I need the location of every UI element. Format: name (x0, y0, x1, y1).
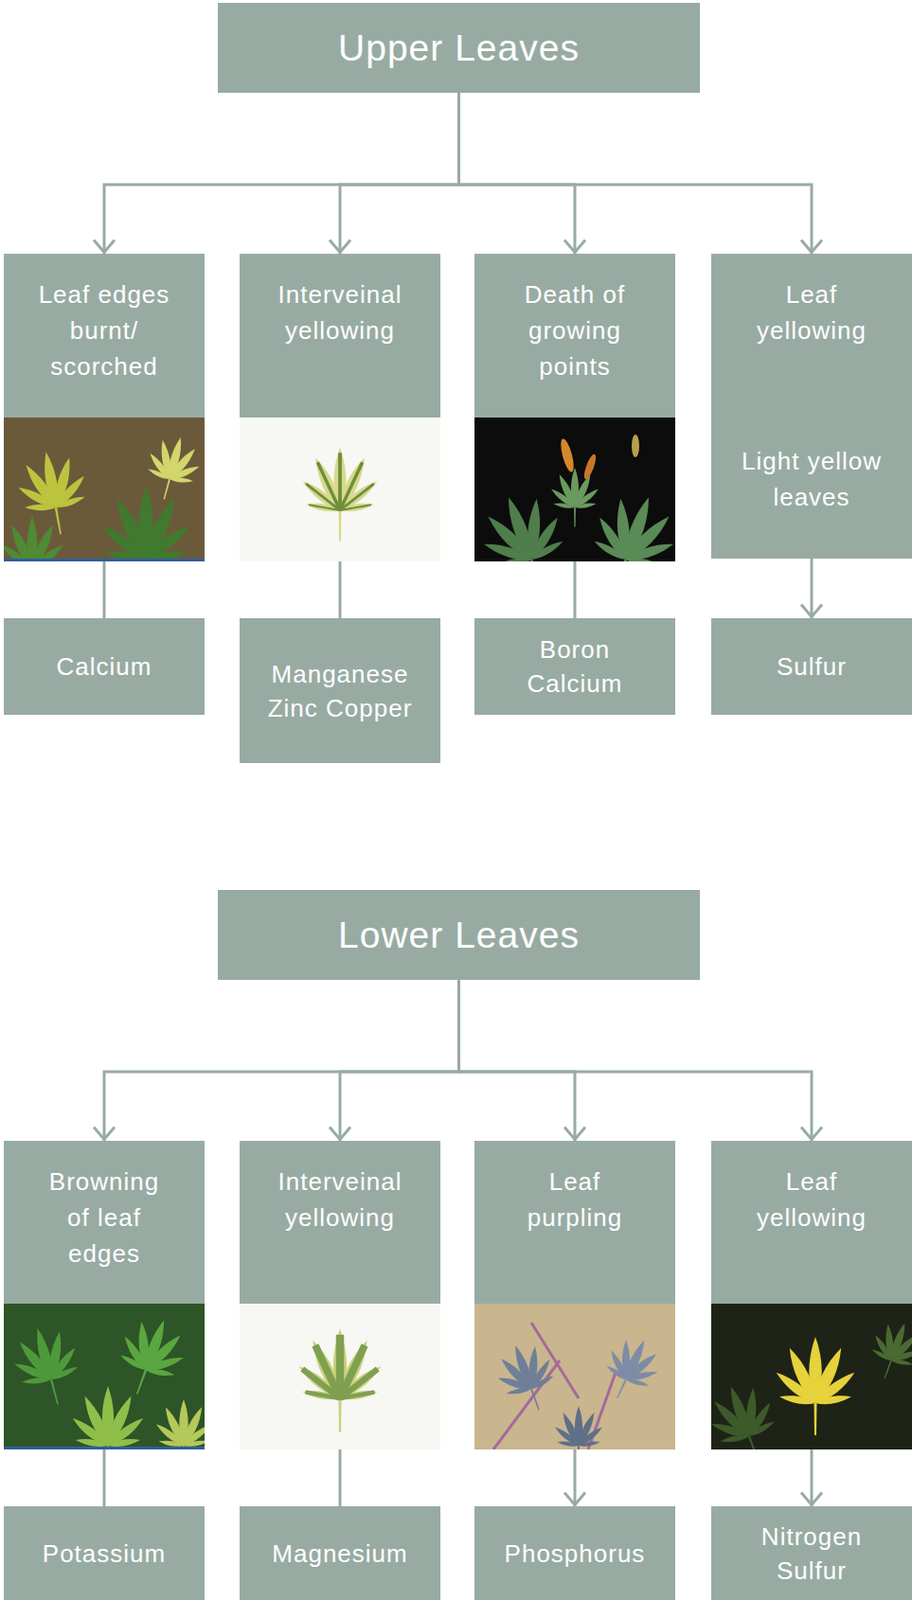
connector (104, 561, 106, 619)
nutrient-text: Manganese Zinc Copper (259, 657, 421, 726)
nutrient-box: Boron Calcium (474, 618, 676, 716)
connector-line (459, 980, 813, 1142)
arrow-head (801, 240, 823, 253)
heading-text: Lower Leaves (232, 913, 687, 958)
connector (93, 92, 460, 254)
connector-line (104, 92, 460, 254)
connector-line (339, 561, 342, 619)
arrow-head (801, 1127, 823, 1141)
symptom-box: Death of growing points (474, 253, 676, 562)
nutrient-box: Potassium (3, 1506, 205, 1600)
connector-line (339, 92, 460, 254)
connector-line (339, 980, 460, 1142)
connector (339, 561, 341, 619)
connector (339, 1449, 341, 1507)
nutrient-box: Manganese Zinc Copper (239, 618, 441, 764)
connector (801, 1449, 823, 1507)
connector-line (810, 1449, 814, 1507)
connector-line (459, 92, 813, 254)
arrow-head (329, 1127, 351, 1141)
symptom-text: Leaf yellowing (740, 1163, 883, 1236)
symptom-text: Interveinal yellowing (268, 276, 412, 349)
nutrient-text: Sulfur (731, 649, 893, 684)
nutrient-box: Nitrogen Sulfur (711, 1506, 912, 1600)
nutrient-text: Nitrogen Sulfur (731, 1520, 893, 1589)
connector (329, 92, 460, 254)
connector-line (103, 561, 107, 619)
connector (329, 980, 460, 1142)
connector-line (339, 1449, 342, 1507)
connector-line (103, 1449, 107, 1507)
connector (801, 558, 823, 619)
arrow-head (801, 1493, 823, 1506)
heading-text: Upper Leaves (232, 26, 687, 71)
nutrient-text: Phosphorus (494, 1537, 656, 1572)
symptom-text: Leaf yellowing (733, 276, 891, 349)
connector (459, 980, 823, 1142)
section-heading-box: Lower Leaves (217, 890, 700, 981)
nutrient-box: Phosphorus (474, 1506, 676, 1600)
connector-line (459, 980, 576, 1142)
arrow-head (564, 240, 586, 253)
symptom-box: Leaf yellowingLight yellow leaves (711, 253, 912, 559)
symptom-text: Interveinal yellowing (268, 1163, 412, 1236)
symptom-text: Browning of leaf edges (45, 1163, 164, 1272)
symptom-box: Leaf edges burnt/ scorched (3, 253, 205, 562)
symptom-text: Death of growing points (503, 276, 646, 385)
arrow-head (564, 1127, 586, 1141)
nutrient-box: Magnesium (239, 1506, 441, 1600)
nutrient-text: Magnesium (259, 1537, 421, 1572)
symptom-box: Interveinal yellowing (239, 253, 441, 562)
arrow-head (329, 240, 351, 253)
connector-line (573, 561, 577, 619)
nutrient-box: Calcium (3, 618, 205, 716)
arrow-head (93, 1127, 115, 1141)
symptom-box: Interveinal yellowing (239, 1141, 441, 1450)
symptom-box: Leaf yellowing (711, 1141, 912, 1450)
connector (459, 92, 823, 254)
nutrient-box: Sulfur (711, 618, 912, 716)
connector-line (104, 980, 460, 1142)
symptom-text: Leaf edges burnt/ scorched (33, 276, 176, 385)
connector (574, 561, 576, 619)
arrow-head (564, 1493, 586, 1506)
connector (459, 980, 587, 1142)
connector (459, 92, 587, 254)
nutrient-text: Calcium (23, 649, 185, 684)
connector (104, 1449, 106, 1507)
symptom-text: Leaf purpling (503, 1163, 646, 1236)
symptom-box: Browning of leaf edges (3, 1141, 205, 1450)
connector-line (573, 1449, 577, 1507)
connector-line (810, 558, 814, 619)
connector-line (459, 92, 576, 254)
arrow-head (93, 240, 115, 253)
nutrient-text: Potassium (23, 1537, 185, 1572)
connector (564, 1449, 586, 1507)
connector (93, 980, 460, 1142)
symptom-box: Leaf purpling (474, 1141, 676, 1450)
symptom-text: Light yellow leaves (733, 443, 891, 516)
nutrient-text: Boron Calcium (494, 632, 656, 701)
arrow-head (801, 605, 823, 618)
section-heading-box: Upper Leaves (217, 2, 700, 93)
